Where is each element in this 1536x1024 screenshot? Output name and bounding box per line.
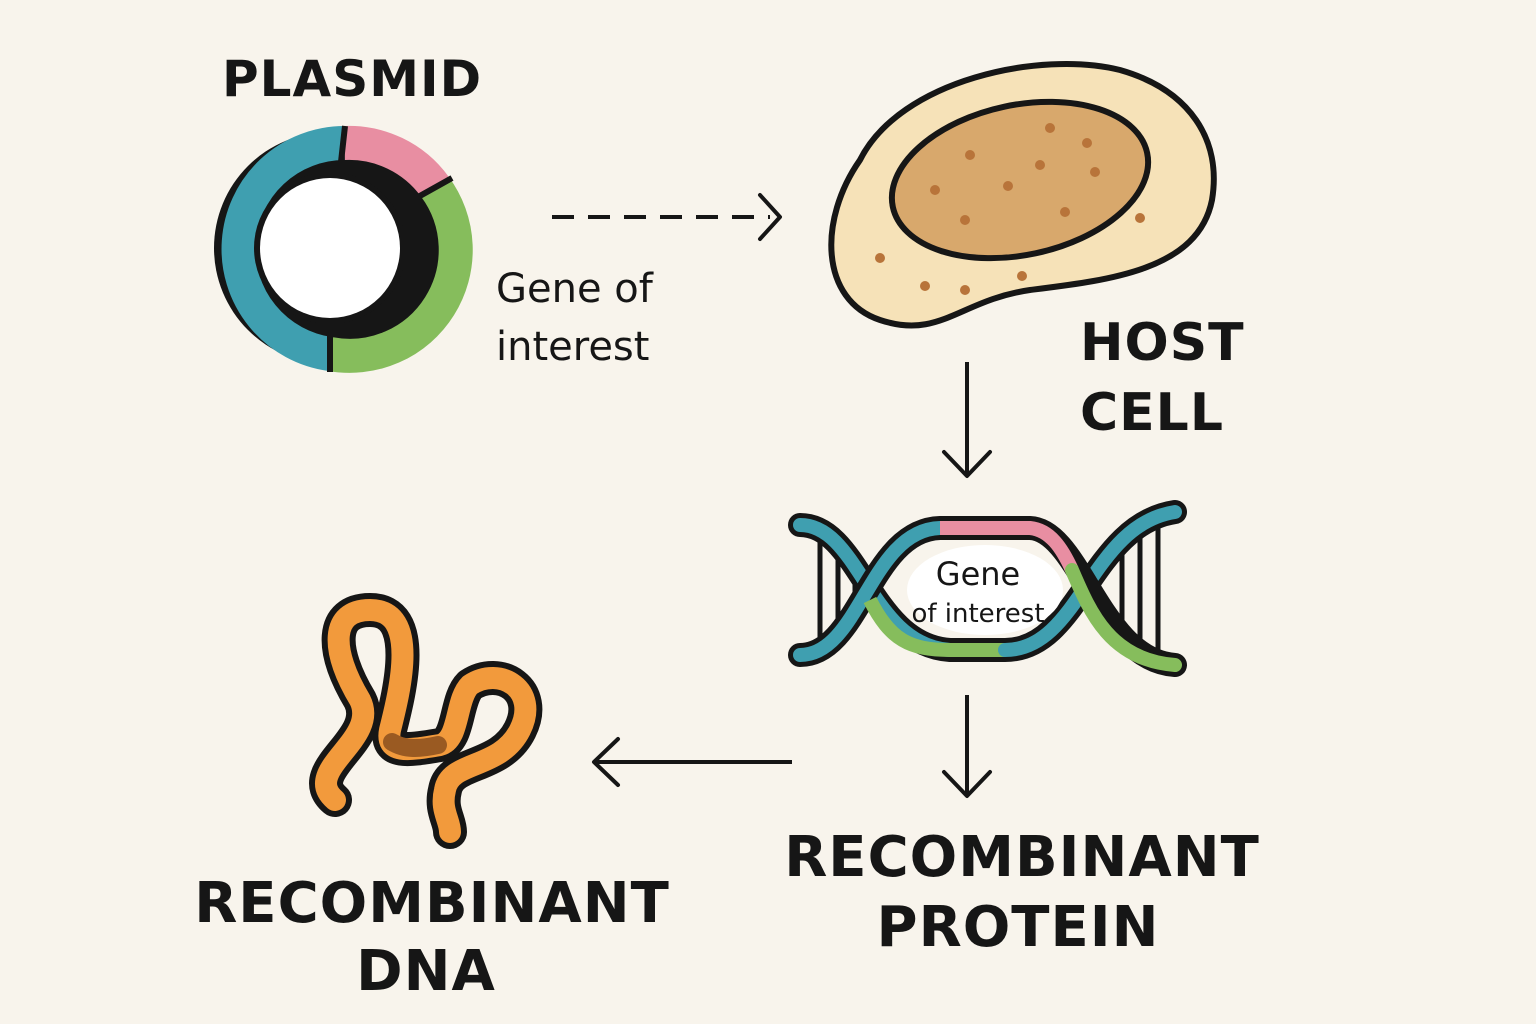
dna-double-helix: Gene of interest — [788, 500, 1187, 677]
plasmid-label: PLASMID — [222, 50, 482, 108]
plasmid-segment-teal — [221, 126, 345, 371]
plasmid-segment-green — [326, 176, 473, 373]
dna-label-bubble — [907, 545, 1063, 635]
dna-gene-label-line1: Gene — [936, 555, 1020, 593]
dashed-arrow-to-host-cell — [552, 193, 782, 241]
host-cell-dots — [875, 123, 1145, 295]
arrow-to-recombinant-dna — [592, 737, 792, 787]
plasmid-ring — [214, 125, 473, 373]
dna-segment-pink — [940, 521, 1079, 573]
protein-chain — [315, 599, 537, 843]
dna-strand-teal-lower — [793, 521, 947, 662]
protein-brown-segment — [383, 733, 447, 757]
host-cell-label-line2: CELL — [1080, 383, 1224, 443]
recombinant-protein-label-line2: PROTEIN — [877, 895, 1160, 960]
dashed-arrow-head — [758, 193, 782, 241]
gene-of-interest-label-line2: interest — [496, 324, 649, 370]
protein-squiggle — [309, 593, 543, 849]
arrow-host-to-dna — [942, 362, 992, 478]
dna-strand-green-right — [1065, 563, 1182, 672]
plasmid-segment-pink — [343, 125, 449, 198]
recombinant-protein-label-line1: RECOMBINANT — [784, 825, 1260, 890]
recombinant-dna-label-line2: DNA — [356, 939, 496, 1004]
arrow-dna-to-protein — [942, 695, 992, 798]
host-cell-label-line1: HOST — [1080, 313, 1245, 373]
plasmid-inner-hole — [260, 178, 400, 318]
host-cell — [828, 61, 1217, 329]
recombinant-dna-label-line1: RECOMBINANT — [194, 871, 670, 936]
gene-of-interest-label-line1: Gene of — [496, 266, 654, 312]
dna-strand-green-left — [863, 596, 951, 657]
dna-gene-label-line2: of interest — [911, 599, 1044, 629]
